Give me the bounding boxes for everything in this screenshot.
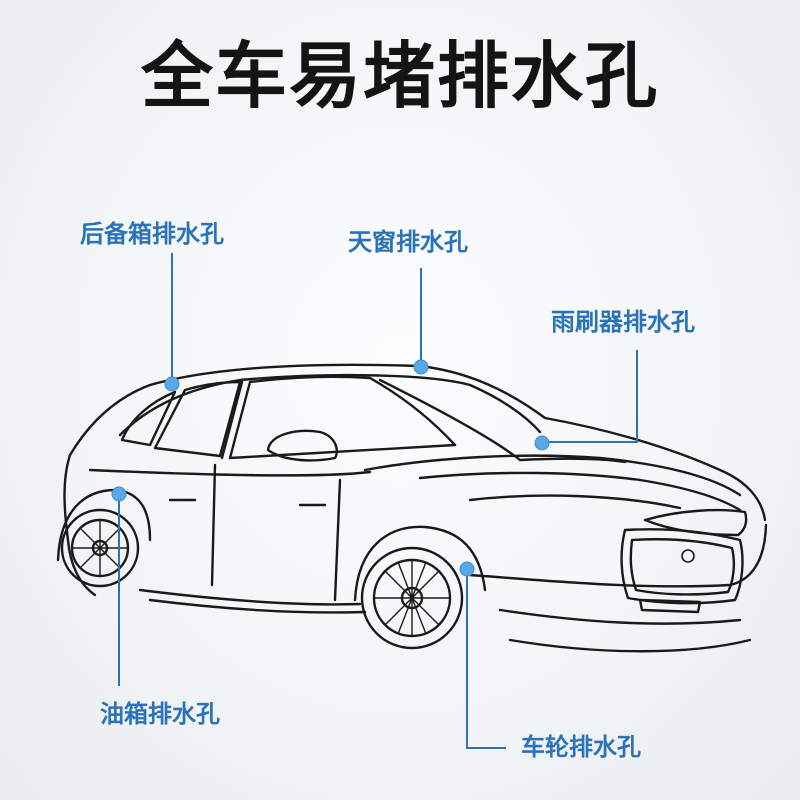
car-grille xyxy=(620,528,744,605)
car-rear-wheel xyxy=(60,508,140,588)
marker-dot-wheel xyxy=(459,561,475,577)
car-emblem xyxy=(681,549,695,563)
marker-dot-fuel xyxy=(111,486,127,502)
car-front-side-window xyxy=(228,375,457,460)
car-front-wheel-arch xyxy=(353,525,487,602)
car-rear-side-window xyxy=(153,380,242,458)
car-fog-lamp xyxy=(638,598,702,614)
car-door-seam-front xyxy=(333,478,342,602)
label-sunroof-drain: 天窗排水孔 xyxy=(348,228,468,256)
label-wiper-drain: 雨刷器排水孔 xyxy=(551,308,695,336)
car-front-wheel xyxy=(360,546,464,650)
leader-line-wiper xyxy=(542,350,638,443)
car-windshield xyxy=(378,378,627,464)
car-shoulder-line xyxy=(88,468,372,477)
car-hood xyxy=(363,454,742,497)
marker-dots xyxy=(111,359,550,577)
car-roof-line xyxy=(68,363,767,522)
car-hood-crease xyxy=(418,471,742,512)
car-sill xyxy=(148,598,367,614)
marker-dot-trunk xyxy=(164,376,180,392)
car-roof-inner xyxy=(118,373,542,437)
leader-lines xyxy=(118,253,638,749)
marker-dot-wiper xyxy=(534,435,550,451)
car-front-fascia xyxy=(468,523,768,588)
car-rear-window xyxy=(120,390,177,447)
car-b-pillar xyxy=(220,380,244,460)
car-chin xyxy=(508,638,752,653)
car-door-seam xyxy=(210,463,217,587)
label-fuel-tank-drain: 油箱排水孔 xyxy=(100,700,220,728)
label-wheel-drain: 车轮排水孔 xyxy=(521,733,641,761)
car-outline xyxy=(56,363,768,653)
car-hood-line xyxy=(468,494,682,510)
car-side-mirror xyxy=(266,429,339,462)
marker-dot-sunroof xyxy=(413,359,429,375)
page-title: 全车易堵排水孔 xyxy=(140,34,659,118)
label-trunk-drain: 后备箱排水孔 xyxy=(80,220,224,248)
leader-line-wheel xyxy=(466,569,506,749)
car-grille-inner xyxy=(629,538,736,596)
car-front-lower xyxy=(498,608,742,625)
car-rear-bumper xyxy=(66,538,97,597)
car-wheel-spokes xyxy=(72,520,450,636)
car-lower-body xyxy=(138,588,362,606)
